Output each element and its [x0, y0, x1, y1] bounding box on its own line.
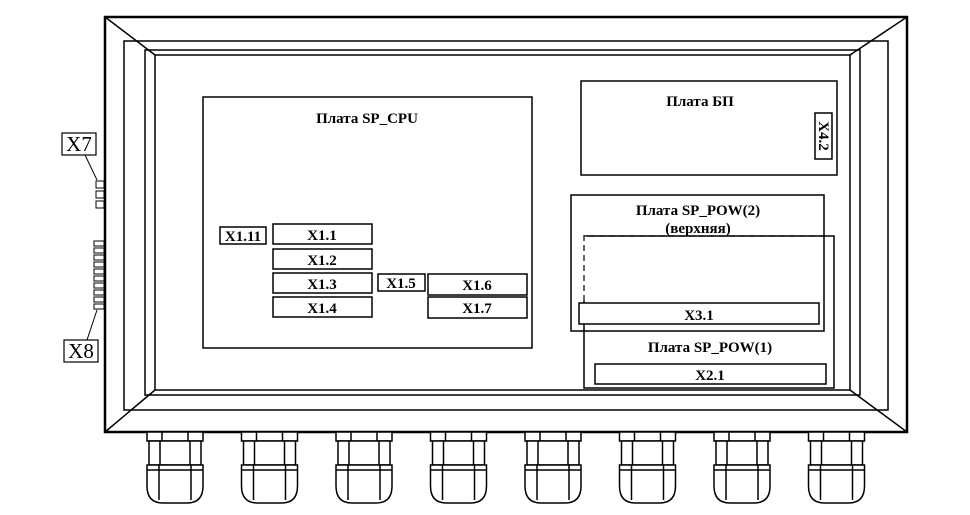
connector-x3-1: X3.1	[684, 308, 714, 324]
cable-gland	[713, 431, 771, 504]
connector-x3-1-box	[578, 302, 820, 325]
cpu-board	[202, 96, 533, 349]
connector-x2-1-box	[594, 363, 827, 385]
connector-x1-11-box	[219, 226, 267, 245]
enclosure-inner	[154, 54, 851, 391]
connector-x1-4-box	[272, 296, 373, 318]
x8-pin	[93, 254, 105, 261]
x7-leader	[84, 154, 98, 181]
connector-x1-7: X1.7	[462, 301, 492, 317]
connector-x4-2-box	[814, 112, 833, 160]
connector-x1-1-box	[272, 223, 373, 245]
cable-gland	[429, 431, 488, 504]
cpu-board-title: Плата SP_CPU	[316, 111, 418, 127]
bevel-line-tr	[849, 16, 908, 56]
x8-label: X8	[68, 339, 94, 363]
x7-pin	[95, 200, 105, 209]
enclosure-outer	[103, 15, 909, 434]
connector-x1-7-box	[427, 296, 528, 319]
x8-pin	[93, 282, 105, 289]
cable-glands	[146, 431, 866, 504]
pow2-board-subtitle: (верхняя)	[665, 221, 730, 237]
x8-pin	[93, 261, 105, 268]
connector-x1-6-box	[427, 273, 528, 296]
x8-leader	[86, 309, 98, 341]
x8-pin	[93, 296, 105, 303]
bevel-line-tl	[104, 16, 156, 56]
pow2-board-title: Плата SP_POW(2)	[636, 203, 760, 219]
x7-pin	[95, 190, 105, 199]
cable-gland	[335, 431, 393, 504]
x8-pin	[93, 240, 105, 247]
connector-x1-2: X1.2	[307, 253, 337, 269]
psu-board-title: Плата БП	[666, 94, 734, 110]
cable-gland	[240, 431, 299, 504]
connector-x1-4: X1.4	[307, 301, 337, 317]
x8-pin	[93, 303, 105, 310]
x8-pin	[93, 275, 105, 282]
cable-gland	[807, 431, 866, 504]
x7-label: X7	[66, 132, 92, 156]
cable-gland	[524, 431, 582, 504]
bevel-line-bl	[104, 389, 156, 433]
bevel-line-br	[849, 389, 908, 433]
x8-label-box	[63, 339, 99, 363]
pow1-hidden-outline	[583, 235, 824, 301]
connector-x2-1: X2.1	[695, 368, 725, 384]
connector-x1-3-box	[272, 272, 373, 294]
x7-label-box	[61, 132, 97, 156]
enclosure-rim	[144, 49, 861, 396]
connector-x1-6: X1.6	[462, 278, 492, 294]
connector-x1-1: X1.1	[307, 228, 337, 244]
psu-board	[580, 80, 838, 176]
pow1-board-title: Плата SP_POW(1)	[648, 340, 772, 356]
connector-x1-5-box	[377, 273, 426, 292]
connector-x1-2-box	[272, 248, 373, 270]
connector-x4-2: X4.2	[815, 121, 831, 151]
x7-connector	[95, 180, 105, 209]
x7-pin	[95, 180, 105, 189]
connector-x1-3: X1.3	[307, 277, 337, 293]
x8-pin	[93, 289, 105, 296]
x8-pin	[93, 247, 105, 254]
enclosure-bevel	[123, 40, 889, 411]
cable-gland	[618, 431, 677, 504]
cable-gland	[146, 431, 204, 504]
x8-connector	[93, 240, 105, 310]
connector-x1-11: X1.11	[225, 229, 261, 245]
connector-x1-5: X1.5	[386, 276, 416, 292]
x8-pin	[93, 268, 105, 275]
pow2-board	[570, 194, 825, 332]
